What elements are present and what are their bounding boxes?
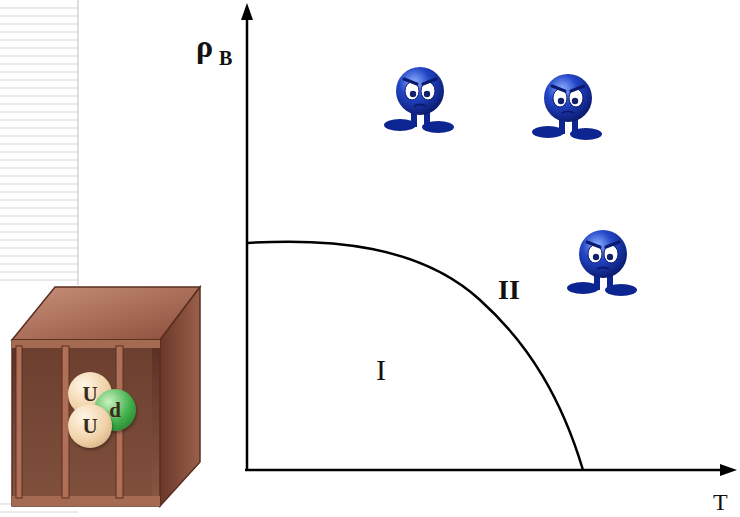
phase-axes (245, 14, 726, 470)
axis-label: T (713, 490, 728, 514)
phase-label: I (376, 355, 386, 385)
axis-subscript: B (219, 48, 232, 68)
axis-arrowhead (241, 3, 253, 20)
phase-label: II (498, 276, 520, 304)
quark-flavor: U (82, 416, 97, 437)
phase-boundary (247, 242, 583, 470)
quark-ball: U (68, 404, 112, 448)
quark-flavor: d (109, 400, 121, 421)
free-quark-creature (384, 67, 454, 133)
free-quark-creature (567, 230, 637, 296)
quark-cage (12, 287, 200, 506)
axis-arrowhead (720, 464, 737, 476)
free-quark-creature (532, 74, 602, 140)
axis-label: ρ (196, 30, 213, 62)
